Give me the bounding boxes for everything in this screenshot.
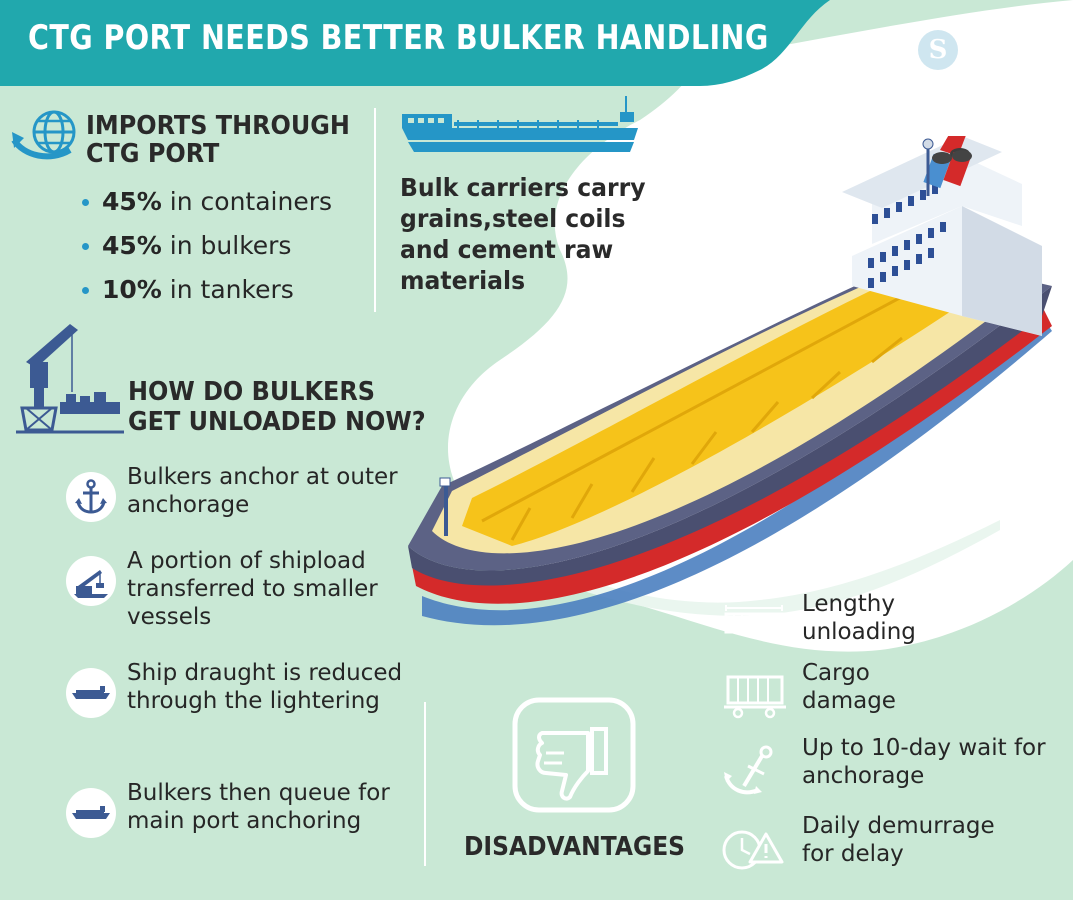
import-label: in containers <box>161 187 333 216</box>
crane-icon <box>74 570 108 598</box>
clock-warning-icon <box>722 830 784 870</box>
step-text: Bulkers anchor at outer anchorage <box>127 464 398 518</box>
list-item: 45% in containers <box>80 186 332 230</box>
cargo-wagon-icon <box>724 675 786 719</box>
unloading-process-heading: HOW DO BULKERS GET UNLOADED NOW? <box>128 377 426 437</box>
import-percent: 45% <box>102 187 162 216</box>
port-crane-icon <box>16 324 124 434</box>
import-percent: 45% <box>102 231 162 260</box>
bulk-carriers-description: Bulk carriers carry grains,steel coils a… <box>400 173 646 295</box>
section-divider <box>424 702 426 866</box>
section-divider <box>374 108 376 312</box>
step-text: A portion of shipload transferred to sma… <box>127 548 378 630</box>
step-icon-circle <box>66 668 116 718</box>
anchor-icon <box>75 479 107 514</box>
disadvantage-line: unloading <box>802 619 916 645</box>
disadvantage-line: Cargo <box>802 660 870 686</box>
import-label: in tankers <box>161 275 294 304</box>
list-item: 10% in tankers <box>80 274 332 318</box>
imports-list: 45% in containers 45% in bulkers 10% in … <box>80 186 332 318</box>
ship-icon <box>72 686 110 699</box>
anchor-icon <box>724 745 773 795</box>
how-heading-line1: HOW DO BULKERS <box>128 377 376 407</box>
disadvantage-line: Daily demurrage <box>802 813 995 839</box>
disadvantages-title: DISADVANTAGES <box>464 832 686 862</box>
imports-heading-line2: CTG PORT <box>86 139 220 169</box>
step-icon-circle <box>66 788 116 838</box>
list-item: 45% in bulkers <box>80 230 332 274</box>
bulk-carrier-illustration <box>408 136 1052 626</box>
step-text: Bulkers then queue for main port anchori… <box>127 780 390 834</box>
imports-heading: IMPORTS THROUGH CTG PORT <box>86 112 350 168</box>
step-text: Ship draught is reduced through the ligh… <box>127 660 403 714</box>
import-percent: 10% <box>102 275 162 304</box>
how-heading-line2: GET UNLOADED NOW? <box>128 407 426 437</box>
import-label: in bulkers <box>161 231 292 260</box>
publisher-logo: S <box>918 30 958 70</box>
imports-heading-line1: IMPORTS THROUGH <box>86 111 350 141</box>
title-banner <box>0 0 830 86</box>
disadvantage-line: anchorage <box>802 763 925 789</box>
bulk-carrier-icon <box>402 96 638 152</box>
ship-icon <box>72 806 110 819</box>
disadvantage-line: Up to 10-day wait for <box>802 735 1046 761</box>
step-icon-circle <box>66 556 116 606</box>
thumbs-down-icon <box>512 697 636 813</box>
page-title: CTG PORT NEEDS BETTER BULKER HANDLING <box>28 18 769 58</box>
globe-arrow-icon <box>11 110 76 160</box>
disadvantage-line: for delay <box>802 841 904 867</box>
disadvantage-line: Lengthy <box>802 591 895 617</box>
ruler-icon <box>724 605 784 634</box>
disadvantage-line: damage <box>802 688 896 714</box>
step-icon-circle <box>66 472 116 522</box>
